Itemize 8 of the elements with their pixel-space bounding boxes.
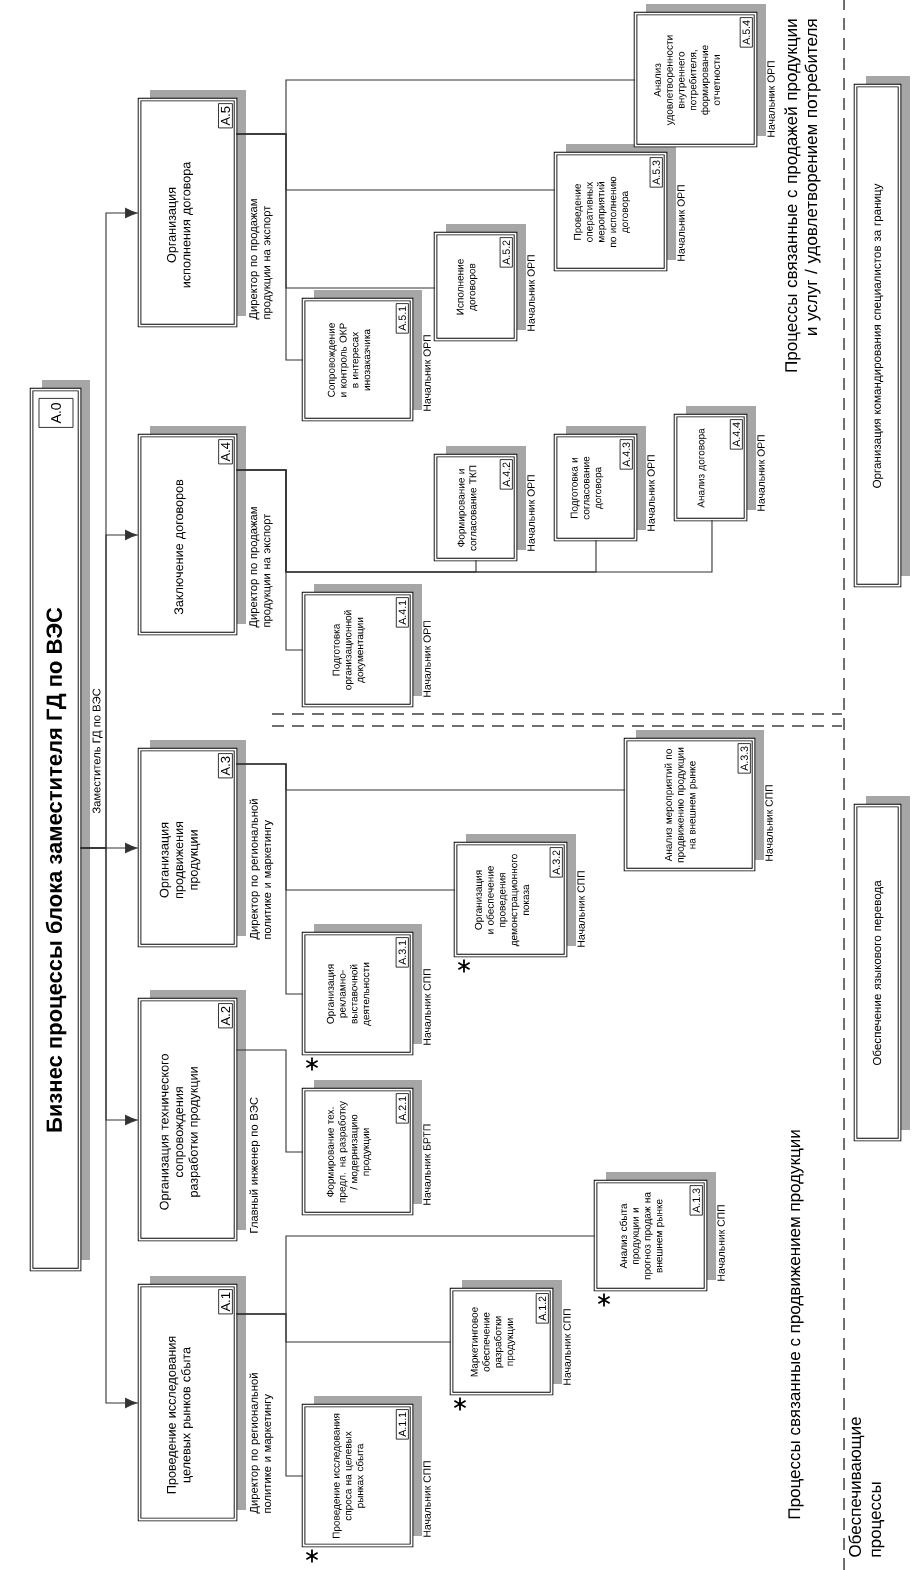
group-label: Процессы связанные с продвижением продукции <box>788 1130 804 1519</box>
group-label: Обеспечивающие процессы <box>848 1417 885 1557</box>
group-label: Процессы связанные с продажей продукции и услуг / удовлетворением потребителя <box>784 19 821 372</box>
connector-line <box>235 79 636 135</box>
connector-line <box>235 1049 304 1153</box>
connector-line <box>235 1235 596 1315</box>
connector-line <box>235 763 626 791</box>
arrow <box>79 207 138 849</box>
